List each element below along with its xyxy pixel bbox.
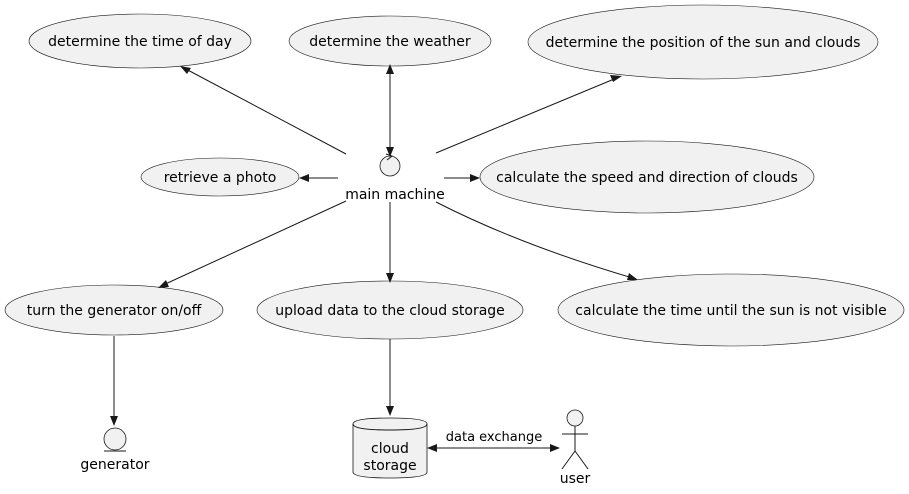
cloud-storage-node[interactable]: cloud storage — [352, 417, 428, 479]
use-case-label: upload data to the cloud storage — [275, 303, 505, 319]
main-machine-node[interactable]: main machine — [345, 153, 445, 203]
user-actor[interactable]: user — [560, 409, 591, 487]
use-case-label: calculate the time until the sun is not … — [575, 303, 886, 319]
use-case-time-of-day[interactable]: determine the time of day — [28, 13, 252, 69]
edge-to-time-until-sun — [435, 201, 638, 280]
edge-to-time-of-day — [180, 66, 347, 155]
generator-node[interactable]: generator — [80, 427, 150, 473]
data-exchange-label: data exchange — [446, 430, 543, 445]
cloud-storage-label-1: cloud — [371, 441, 409, 457]
edge-to-generator-toggle — [158, 200, 347, 288]
edge-upload-to-cloud-storage — [386, 339, 394, 416]
cloud-storage-label-2: storage — [363, 458, 416, 474]
use-case-label: determine the position of the sun and cl… — [546, 35, 861, 51]
use-case-upload-data[interactable]: upload data to the cloud storage — [256, 280, 524, 340]
user-label: user — [560, 471, 591, 487]
edge-to-sun-clouds-position — [435, 75, 622, 154]
edge-generator-toggle-to-generator — [110, 336, 118, 426]
use-case-label: calculate the speed and direction of clo… — [496, 170, 798, 186]
edge-data-exchange: data exchange — [427, 430, 560, 452]
use-case-time-until-sun[interactable]: calculate the time until the sun is not … — [557, 273, 905, 347]
edge-to-upload-data — [386, 202, 394, 283]
use-case-speed-direction[interactable]: calculate the speed and direction of clo… — [479, 140, 815, 214]
edge-to-retrieve-photo — [299, 174, 338, 182]
use-case-label: determine the time of day — [48, 34, 232, 50]
use-case-sun-clouds-position[interactable]: determine the position of the sun and cl… — [527, 4, 879, 80]
edge-to-speed-direction — [444, 174, 480, 182]
use-case-retrieve-photo[interactable]: retrieve a photo — [140, 157, 300, 197]
use-case-label: determine the weather — [309, 34, 471, 50]
use-case-generator-toggle[interactable]: turn the generator on/off — [4, 284, 224, 336]
main-machine-label: main machine — [345, 187, 445, 203]
control-arrow-icon — [385, 153, 394, 161]
use-case-weather[interactable]: determine the weather — [288, 15, 492, 67]
use-case-label: turn the generator on/off — [27, 303, 202, 319]
edge-to-weather — [386, 64, 394, 157]
use-case-label: retrieve a photo — [164, 170, 277, 186]
generator-label: generator — [80, 457, 149, 473]
